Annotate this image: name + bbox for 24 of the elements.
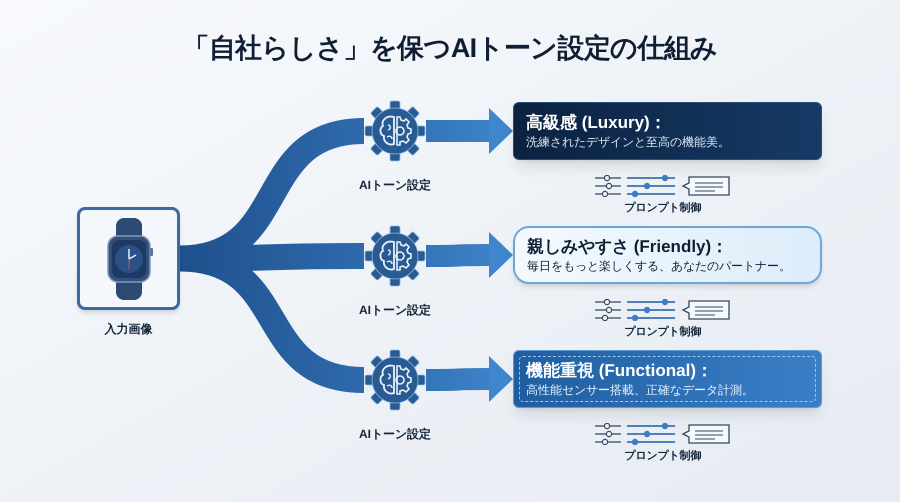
flow-arrow [426, 232, 513, 278]
image-frame [77, 207, 180, 310]
card-heading: 親しみやすさ (Friendly)： [527, 236, 730, 258]
prompt-caption: プロンプト制御 [624, 448, 702, 464]
image-caption: 入力画像 [104, 321, 154, 338]
card-description: 毎日をもっと楽しくする、あなたのパートナー。 [527, 258, 792, 274]
tone-card [513, 102, 822, 160]
card-description: 洗練されたデザインと至高の機能美。 [526, 134, 731, 150]
prompt-caption: プロンプト制御 [624, 324, 702, 340]
gear-brain-icon [364, 349, 426, 411]
gear-brain-icon [364, 100, 426, 162]
gear-brain-icon [364, 225, 426, 287]
flow-arrow [426, 356, 513, 402]
card-description: 高性能センサー搭載、正確なデータ計測。 [526, 382, 755, 398]
diagram-title: 「自社らしさ」を保つAIトーン設定の仕組み [182, 32, 718, 65]
card-heading: 高級感 (Luxury)： [526, 112, 668, 134]
tone-card [513, 350, 822, 408]
prompt-caption: プロンプト制御 [624, 200, 702, 216]
tone-card [513, 226, 822, 284]
gear-caption: AIトーン設定 [358, 177, 432, 194]
gear-caption: AIトーン設定 [358, 302, 432, 319]
flow-arrow [426, 108, 513, 154]
gear-caption: AIトーン設定 [358, 426, 432, 443]
card-heading: 機能重視 (Functional)： [526, 360, 714, 382]
